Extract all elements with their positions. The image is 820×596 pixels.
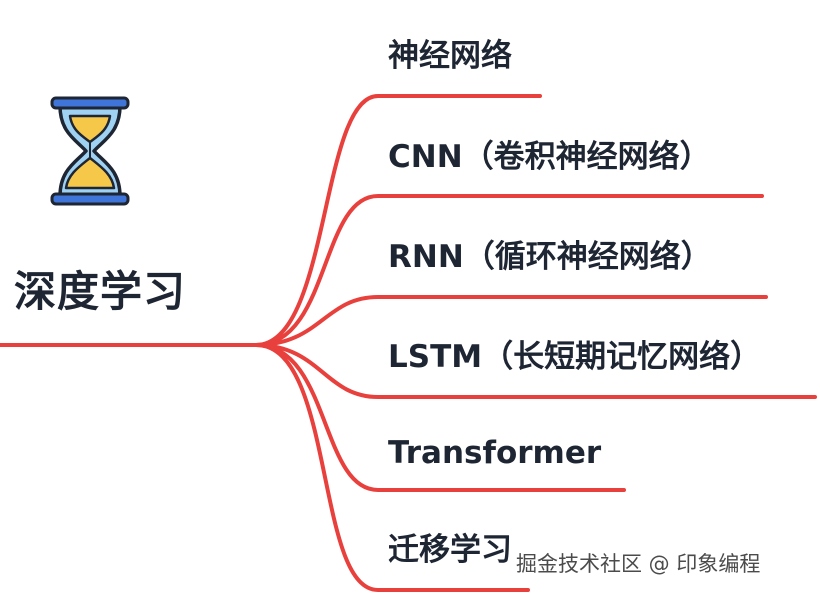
- branch-line-2: [254, 194, 764, 347]
- branch-line-3: [254, 295, 768, 347]
- branch-line-4: [254, 343, 817, 399]
- branch-line-6: [254, 343, 530, 592]
- branch-rnn[interactable]: RNN（循环神经网络）: [388, 239, 712, 275]
- watermark-text: 掘金技术社区 @ 印象编程: [516, 552, 761, 576]
- branch-transfer-learning[interactable]: 迁移学习: [388, 532, 512, 568]
- branch-cnn[interactable]: CNN（卷积神经网络）: [388, 139, 711, 175]
- root-topic[interactable]: 深度学习: [14, 267, 187, 316]
- branch-neural-network[interactable]: 神经网络: [388, 38, 512, 74]
- branch-lstm[interactable]: LSTM（长短期记忆网络）: [388, 339, 762, 375]
- branch-line-5: [254, 343, 626, 492]
- branch-transformer[interactable]: Transformer: [388, 435, 602, 471]
- hourglass-icon: [50, 96, 130, 206]
- connector-lines: [0, 94, 817, 592]
- branch-line-1: [254, 94, 542, 347]
